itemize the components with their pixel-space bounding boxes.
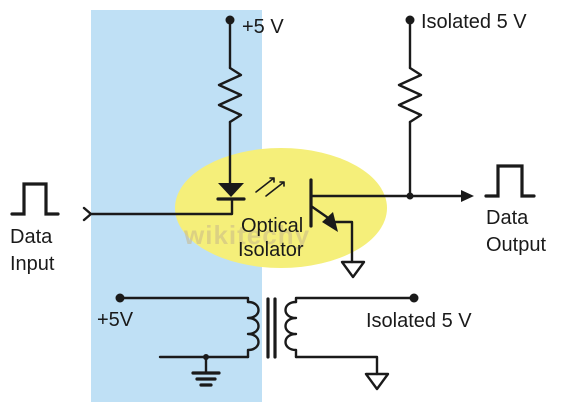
data-output-label-2: Output: [486, 234, 546, 256]
pullup-resistor: [397, 66, 423, 124]
bottom-supply-label: +5V: [97, 309, 134, 331]
output-ground-symbol: [340, 260, 366, 279]
bottom-isolated-supply-node: [409, 293, 419, 303]
input-signal-wire: [82, 198, 234, 222]
transformer-secondary-coil: [284, 300, 298, 359]
input-ground-symbol: [191, 371, 221, 387]
led-resistor: [217, 66, 243, 124]
output-ground-symbol-2: [364, 372, 390, 391]
transformer-primary-coil: [246, 300, 260, 359]
phototransistor-emitter: [309, 204, 354, 264]
input-pulse-icon: [10, 182, 60, 216]
light-emission-arrows: [255, 177, 285, 197]
primary-supply-wire: [118, 296, 250, 304]
data-input-label-2: Input: [10, 253, 55, 275]
secondary-return-wire: [294, 355, 379, 376]
led-diode-symbol: [218, 183, 244, 197]
top-supply-label: +5 V: [242, 16, 284, 38]
transformer-core: [266, 297, 277, 359]
top-isolated-supply-label: Isolated 5 V: [421, 11, 527, 33]
output-arrow-icon: [461, 190, 474, 202]
optical-isolator-label-1: Optical: [241, 215, 303, 237]
secondary-supply-wire: [294, 296, 416, 304]
bottom-isolated-supply-label: Isolated 5 V: [366, 310, 472, 332]
watermark-logo: wikitechy: [183, 220, 310, 250]
optical-isolator-label-2: Isolator: [238, 239, 304, 261]
data-input-label-1: Data: [10, 226, 53, 248]
emitter-arrow-icon: [322, 212, 338, 232]
data-output-label-1: Data: [486, 207, 529, 229]
primary-ground-junction: [203, 354, 209, 360]
output-pulse-icon: [484, 164, 536, 198]
optical-isolator-glow: [175, 148, 387, 268]
